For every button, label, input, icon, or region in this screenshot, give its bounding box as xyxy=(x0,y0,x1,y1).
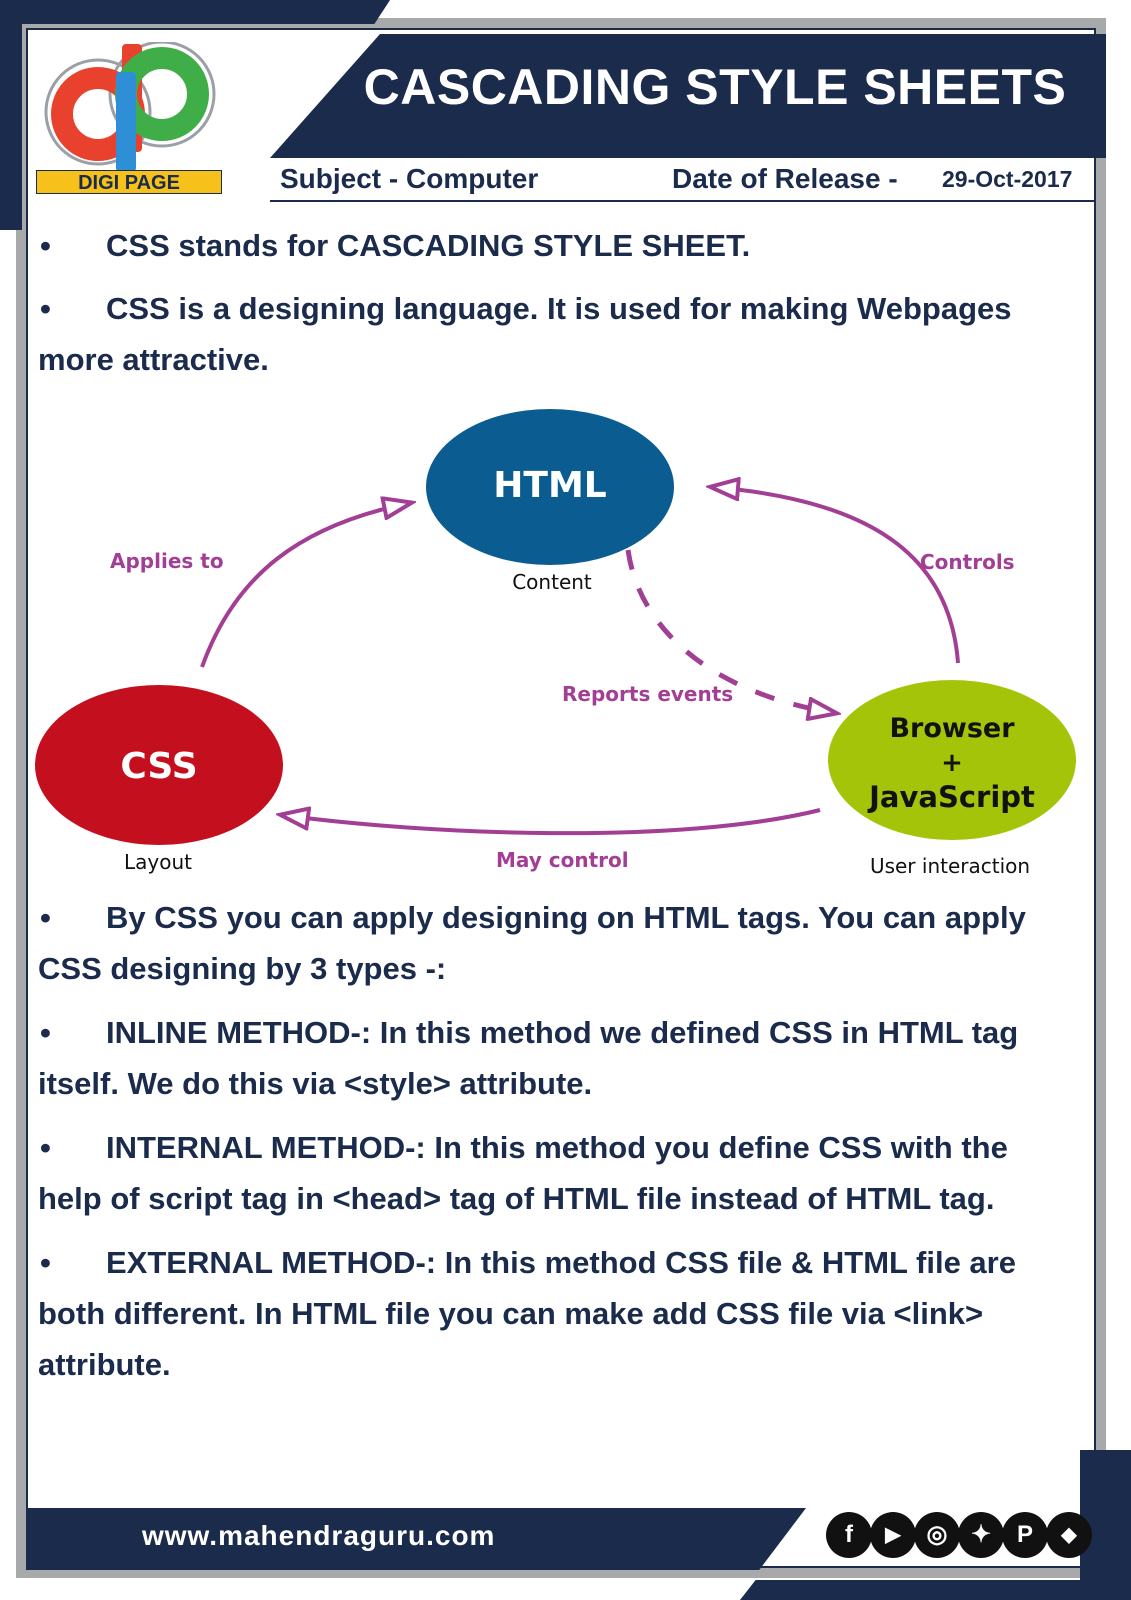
bullet-text: INLINE METHOD-: In this method we define… xyxy=(38,1015,1019,1101)
bullet-item: •CSS is a designing language. It is used… xyxy=(38,283,1078,385)
facebook-icon[interactable]: f xyxy=(826,1512,872,1558)
browser-node-line2: + xyxy=(941,748,963,778)
bullet-item: • CSS stands for CASCADING STYLE SHEET. xyxy=(38,220,1078,271)
may-control-edge xyxy=(282,810,821,836)
bullet-icon: • xyxy=(40,900,51,935)
applies-to-label: Applies to xyxy=(110,549,224,573)
logo-badge: DIGI PAGE xyxy=(36,170,222,194)
release-date-label: Date of Release - xyxy=(672,163,898,194)
pinterest-icon[interactable]: P xyxy=(1002,1512,1048,1558)
bullet-icon: • xyxy=(40,228,51,263)
reports-events-edge xyxy=(625,549,835,713)
css-node-label: CSS xyxy=(120,746,197,787)
css-node-caption: Layout xyxy=(124,850,192,874)
left-accent-bar xyxy=(0,0,22,230)
reports-events-label: Reports events xyxy=(562,682,733,706)
page-frame xyxy=(16,18,1106,1578)
controls-label: Controls xyxy=(920,550,1015,574)
logo-mark-icon xyxy=(44,40,216,172)
bullet-text: CSS is a designing language. It is used … xyxy=(38,291,1012,377)
top-left-accent xyxy=(0,0,390,24)
footer-bottom-accent xyxy=(740,1580,1131,1600)
browser-node-line3: JavaScript xyxy=(867,780,1035,814)
bullet-text: By CSS you can apply designing on HTML t… xyxy=(38,900,1026,986)
title-banner xyxy=(270,34,1106,158)
bullet-item: •By CSS you can apply designing on HTML … xyxy=(38,892,1078,994)
subject-label: Subject - Computer xyxy=(280,163,539,194)
footer-banner xyxy=(26,1508,806,1570)
youtube-icon[interactable]: ▶ xyxy=(870,1512,916,1558)
footer-website-link[interactable]: www.mahendraguru.com xyxy=(142,1520,496,1551)
digi-page-logo xyxy=(36,40,226,197)
bullet-text: EXTERNAL METHOD-: In this method CSS fil… xyxy=(38,1245,1016,1382)
bullet-item: •INLINE METHOD-: In this method we defin… xyxy=(38,1007,1078,1109)
html-node-label: HTML xyxy=(493,465,606,506)
bullet-icon: • xyxy=(40,1015,51,1050)
may-control-label: May control xyxy=(496,848,629,872)
bullet-text: CSS stands for CASCADING STYLE SHEET. xyxy=(106,228,751,263)
controls-edge xyxy=(712,487,960,664)
bullet-item: •EXTERNAL METHOD-: In this method CSS fi… xyxy=(38,1237,1078,1390)
bullet-text: INTERNAL METHOD-: In this method you def… xyxy=(38,1130,1008,1216)
header-divider xyxy=(270,200,1096,202)
bullet-icon: • xyxy=(40,291,51,326)
browser-node-caption: User interaction xyxy=(870,854,1030,878)
browser-node xyxy=(828,680,1076,840)
android-icon[interactable]: ◆ xyxy=(1046,1512,1092,1558)
html-node-caption: Content xyxy=(512,570,592,594)
applies-to-edge xyxy=(200,503,410,668)
html-node xyxy=(426,409,674,565)
browser-node-line1: Browser xyxy=(889,713,1015,744)
css-node xyxy=(35,685,283,845)
css-relationship-diagram: HTML Content CSS Layout Browser + JavaSc… xyxy=(35,409,1076,878)
bullet-icon: • xyxy=(40,1245,51,1280)
twitter-icon[interactable]: ✦ xyxy=(958,1512,1004,1558)
social-icons: f ▶ ◎ ✦ P ◆ xyxy=(826,1512,1092,1566)
page-title: CASCADING STYLE SHEETS xyxy=(363,59,1067,115)
instagram-icon[interactable]: ◎ xyxy=(914,1512,960,1558)
release-date-value: 29-Oct-2017 xyxy=(942,166,1073,192)
bullet-icon: • xyxy=(40,1130,51,1165)
bullet-item: •INTERNAL METHOD-: In this method you de… xyxy=(38,1122,1078,1224)
